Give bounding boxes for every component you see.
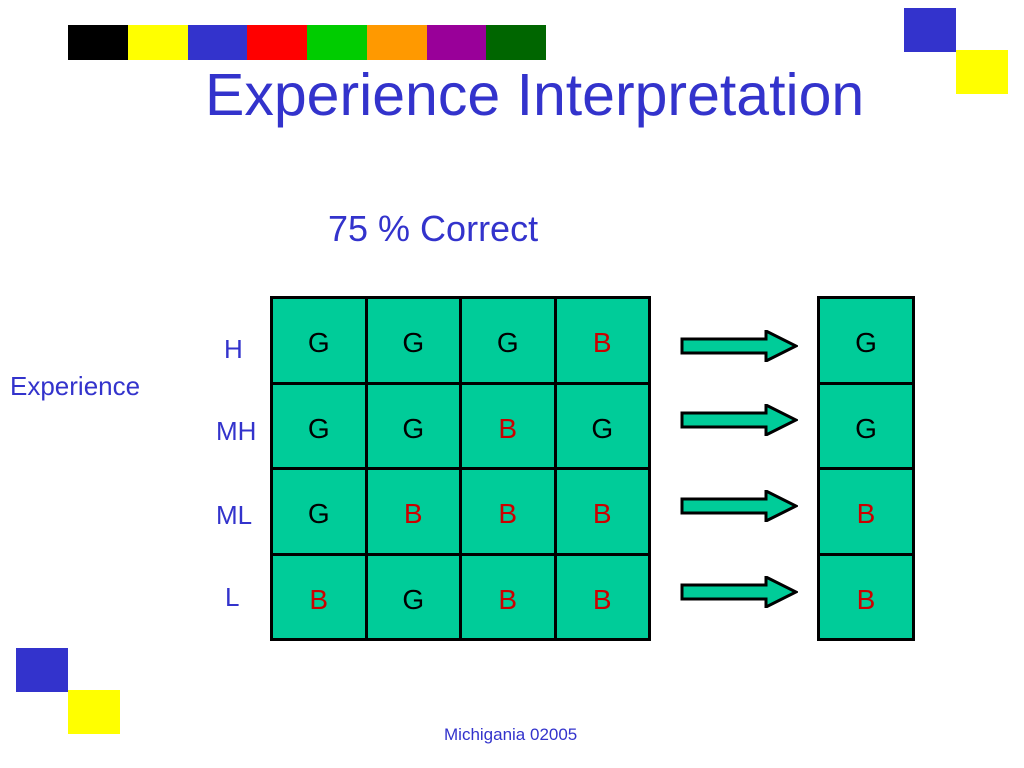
decor-square-blue-top: [904, 8, 956, 52]
slide-title: Experience Interpretation: [205, 62, 865, 128]
color-swatch: [366, 25, 427, 60]
grid-cell: G: [367, 555, 459, 638]
experience-axis-label: Experience: [10, 371, 141, 401]
slide-subtitle: 75 % Correct: [328, 208, 539, 249]
grid-cell: G: [273, 299, 365, 382]
result-cell: G: [820, 384, 912, 467]
decor-square-yellow-bottom: [68, 690, 120, 734]
grid-cell: G: [367, 384, 459, 467]
grid-cell: B: [462, 555, 554, 638]
row-label-ml: ML: [216, 500, 253, 530]
grid-cell: G: [462, 299, 554, 382]
color-swatch: [68, 25, 128, 60]
grid-cell: G: [273, 470, 365, 553]
result-cell: G: [820, 299, 912, 382]
color-swatch: [307, 25, 367, 60]
footer-text: Michigania 02005: [444, 725, 578, 744]
color-swatch: [426, 25, 487, 60]
grid-cell: B: [367, 470, 459, 553]
right-arrow-icon: [680, 576, 798, 608]
right-arrow-icon: [680, 490, 798, 522]
color-swatch: [486, 25, 546, 60]
grid-cell: G: [367, 299, 459, 382]
row-label-mh: MH: [216, 416, 257, 446]
grid-cell: B: [556, 555, 648, 638]
decor-square-blue-bottom: [16, 648, 68, 692]
grid-cell: B: [273, 555, 365, 638]
result-cell: B: [820, 470, 912, 553]
grid-cell: B: [556, 470, 648, 553]
color-swatch: [247, 25, 307, 60]
decor-square-yellow-top: [956, 50, 1008, 94]
row-label-h: H: [224, 334, 243, 364]
right-arrow-icon: [680, 330, 798, 362]
grid-cell: G: [273, 384, 365, 467]
row-label-l: L: [225, 582, 240, 612]
grid-cell: G: [556, 384, 648, 467]
right-arrow-icon: [680, 404, 798, 436]
grid-cell: B: [462, 470, 554, 553]
grid-cell: B: [556, 299, 648, 382]
grid-cell: B: [462, 384, 554, 467]
color-swatch: [187, 25, 248, 60]
color-strip: [68, 25, 546, 60]
result-cell: B: [820, 555, 912, 638]
color-swatch: [127, 25, 188, 60]
